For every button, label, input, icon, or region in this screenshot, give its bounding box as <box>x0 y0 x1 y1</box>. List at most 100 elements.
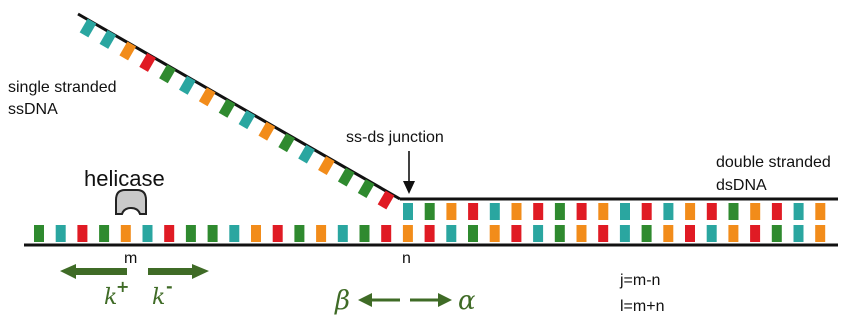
junction-label: ss-ds junction <box>346 129 444 146</box>
nucleotide-base <box>142 225 153 242</box>
nucleotide-base <box>598 225 609 242</box>
nucleotide-base <box>424 203 435 220</box>
k-backward-symbol: k <box>152 285 165 310</box>
lower-strand-bases <box>34 225 826 242</box>
equation-j: j=m-n <box>619 272 660 289</box>
k-backward-superscript: - <box>166 277 173 296</box>
nucleotide-base <box>446 203 457 220</box>
nucleotide-base <box>815 225 826 242</box>
nucleotide-base <box>706 225 717 242</box>
nucleotide-base <box>34 225 44 242</box>
nucleotide-base <box>298 144 315 164</box>
k-forward-superscript: + <box>116 277 129 296</box>
nucleotide-base <box>489 203 500 220</box>
nucleotide-base <box>793 203 804 220</box>
nucleotide-base <box>728 225 739 242</box>
nucleotide-base <box>750 225 761 242</box>
nucleotide-base <box>99 225 110 242</box>
nucleotide-base <box>685 225 695 242</box>
nucleotide-base <box>79 18 97 38</box>
nucleotide-base <box>179 75 196 95</box>
nucleotide-base <box>641 225 652 242</box>
nucleotide-base <box>164 225 175 242</box>
nucleotide-base <box>576 203 587 220</box>
nucleotide-base <box>533 225 544 242</box>
nucleotide-base <box>185 225 196 242</box>
nucleotide-base <box>278 133 295 153</box>
dsdna-label-line2: dsDNA <box>716 177 767 194</box>
nucleotide-base <box>77 225 88 242</box>
arrow-down-icon <box>403 151 415 194</box>
nucleotide-base <box>554 203 565 220</box>
arrow-left-icon <box>60 264 127 279</box>
nucleotide-base <box>337 225 348 242</box>
nucleotide-base <box>641 203 652 220</box>
helicase-label: helicase <box>84 166 165 191</box>
nucleotide-base <box>402 225 413 242</box>
nucleotide-base <box>576 225 587 242</box>
nucleotide-base <box>793 225 804 242</box>
nucleotide-base <box>159 64 176 84</box>
nucleotide-base <box>685 203 696 220</box>
nucleotide-base <box>598 203 609 220</box>
nucleotide-base <box>663 203 674 220</box>
dsdna-label-line1: double stranded <box>716 154 831 171</box>
nucleotide-base <box>337 167 355 187</box>
nucleotide-base <box>511 203 522 220</box>
nucleotide-base <box>377 190 395 210</box>
nucleotide-base <box>316 225 327 242</box>
nucleotide-base <box>258 121 276 141</box>
nucleotide-base <box>533 203 544 220</box>
nucleotide-base <box>119 41 137 61</box>
ssdna-bases <box>79 18 395 210</box>
nucleotide-base <box>489 225 500 242</box>
nucleotide-base <box>663 225 674 242</box>
alpha-symbol: α <box>458 286 476 316</box>
arrow-right-icon <box>148 264 209 279</box>
nucleotide-base <box>218 98 236 118</box>
nucleotide-base <box>55 225 66 242</box>
nucleotide-base <box>424 225 435 242</box>
nucleotide-base <box>750 203 761 220</box>
equation-l: l=m+n <box>620 298 664 315</box>
dsdna-upper-bases <box>403 203 826 220</box>
nucleotide-base <box>511 225 522 242</box>
nucleotide-base <box>238 110 256 130</box>
nucleotide-base <box>554 225 565 242</box>
nucleotide-base <box>99 30 117 49</box>
nucleotide-base <box>468 225 478 242</box>
nucleotide-base <box>403 203 413 220</box>
nucleotide-base <box>198 87 216 107</box>
nucleotide-base <box>272 225 283 242</box>
nucleotide-base <box>229 225 240 242</box>
alpha-direction-arrow <box>410 293 452 307</box>
nucleotide-base <box>771 225 782 242</box>
nucleotide-base <box>620 203 630 220</box>
beta-direction-arrow <box>358 293 400 307</box>
beta-symbol: β <box>334 286 350 316</box>
nucleotide-base <box>251 225 261 242</box>
nucleotide-base <box>120 225 131 242</box>
nucleotide-base <box>381 225 392 242</box>
nucleotide-base <box>815 203 826 220</box>
nucleotide-base <box>357 179 375 198</box>
nucleotide-base <box>468 203 479 220</box>
helicase-motor-icon <box>115 189 147 215</box>
nucleotide-base <box>446 225 457 242</box>
nucleotide-base <box>619 225 630 242</box>
nucleotide-base <box>728 203 739 220</box>
nucleotide-base <box>771 203 782 220</box>
k-forward-symbol: k <box>104 285 117 310</box>
nucleotide-base <box>318 156 335 176</box>
ssdna-label-line1: single stranded <box>8 79 117 96</box>
ssdna-label-line2: ssDNA <box>8 101 58 118</box>
nucleotide-base <box>139 52 156 72</box>
position-m-label: m <box>124 250 137 267</box>
nucleotide-base <box>207 225 218 242</box>
nucleotide-base <box>294 225 305 242</box>
nucleotide-base <box>706 203 717 220</box>
nucleotide-base <box>359 225 370 242</box>
position-n-label: n <box>402 250 411 267</box>
